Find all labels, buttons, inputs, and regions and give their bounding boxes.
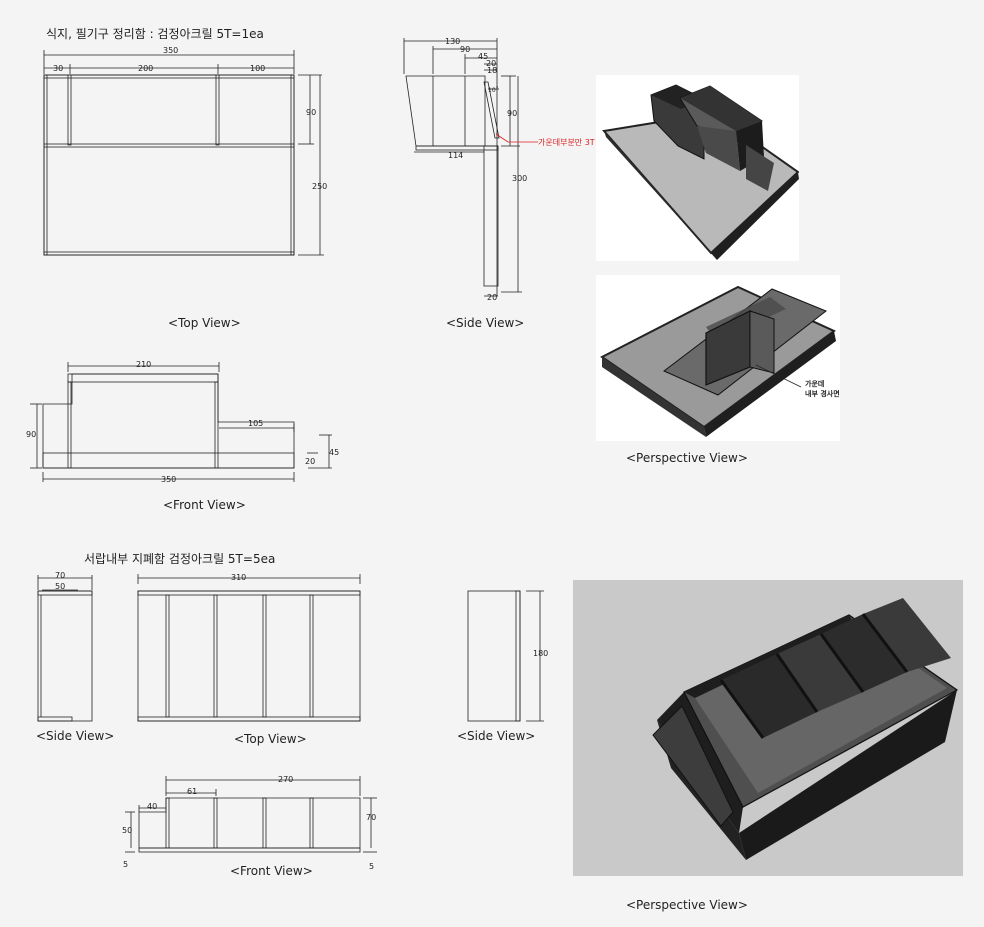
section1-top-view-caption: <Top View> [168,316,241,330]
section2-perspective-caption: <Perspective View> [626,898,748,912]
dim-left-5: 5 [123,860,128,869]
perspective-render-1 [596,75,799,261]
dim-front2-50: 50 [122,826,132,835]
perspective-render-3 [573,580,963,876]
section2-side-view-left: 70 50 [37,571,93,722]
dim-180: 180 [533,649,548,658]
section2-front-view-caption: <Front View> [230,864,313,878]
dim-90: 90 [306,108,316,117]
dim-front-20: 20 [305,457,315,466]
dim-250: 250 [312,182,327,191]
dim-40: 40 [147,802,157,811]
dim-front-45: 45 [329,448,339,457]
section2-title: 서랍내부 지폐함 검정아크릴 5T=5ea [84,552,276,566]
dim-side-90-top: 90 [460,45,470,54]
dim-100: 100 [250,64,265,73]
section1-front-view-caption: <Front View> [163,498,246,512]
dim-200: 200 [138,64,153,73]
dim-61: 61 [187,787,197,796]
section2-side-view-right-caption: <Side View> [457,729,536,743]
dim-right-5: 5 [369,862,374,871]
dim-side-90: 90 [507,109,517,118]
dim-30: 30 [53,64,63,73]
dim-bottom-20: 20 [487,293,497,302]
section1-side-view-caption: <Side View> [446,316,525,330]
section2-top-view: 310 [137,573,361,722]
perspective-note-1: 가운데 [805,379,824,388]
section1-perspective-caption: <Perspective View> [626,451,748,465]
dim-350: 350 [163,46,178,55]
dim-270: 270 [278,775,293,784]
section1-side-view: 130 90 45 20 18 10˚ 90 114 300 20 가운데부분만… [403,37,595,302]
dim-side-20: 20 [486,59,496,68]
perspective-note-2: 내부 경사면부착 [805,389,840,398]
dim-210: 210 [136,360,151,369]
perspective-render-2: 가운데 내부 경사면부착 [596,275,840,441]
dim-50: 50 [55,582,65,591]
dim-70: 70 [55,571,65,580]
section2-front-view: 270 61 40 50 70 5 5 [122,775,377,871]
section1-top-view: 350 30 200 100 90 250 [43,46,327,256]
dim-310: 310 [231,573,246,582]
dim-130: 130 [445,37,460,46]
dim-front-350: 350 [161,475,176,484]
section1-front-view: 210 105 90 45 20 350 [26,360,339,484]
center-thickness-note: 가운데부분만 3T [538,138,595,147]
dim-angle: 10˚ [488,87,499,94]
dim-114: 114 [448,151,463,160]
dim-105: 105 [248,419,263,428]
dim-front2-70: 70 [366,813,376,822]
dim-45: 45 [478,52,488,61]
dim-18: 18 [487,66,497,75]
section2-side-view-right: 180 [467,590,548,722]
section2-top-view-caption: <Top View> [234,732,307,746]
section1-title: 식지, 필기구 정리함 : 검정아크릴 5T=1ea [46,27,264,41]
dim-300: 300 [512,174,527,183]
dim-front-90: 90 [26,430,36,439]
section2-side-view-left-caption: <Side View> [36,729,115,743]
